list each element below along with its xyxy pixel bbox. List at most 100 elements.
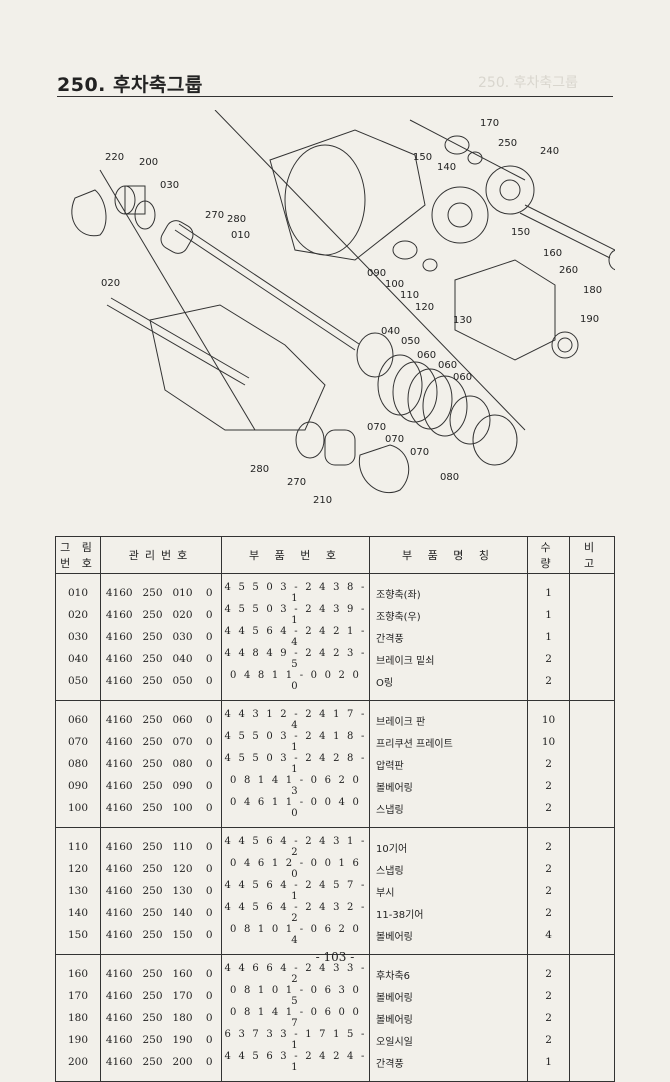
bleed-through-text: 250. 후차축그룹 bbox=[478, 75, 579, 91]
callout-170: 170 bbox=[480, 118, 499, 129]
cell-mgmt-4: 0 bbox=[205, 758, 213, 770]
cell-mgmt-1: 4160 bbox=[100, 1029, 138, 1051]
cell-note bbox=[569, 797, 616, 828]
cell-fig: 060 bbox=[55, 700, 101, 731]
cell-note bbox=[569, 775, 616, 797]
cell-note bbox=[569, 753, 616, 775]
cell-fig: 080 bbox=[55, 753, 101, 775]
callout-080: 080 bbox=[440, 472, 459, 483]
cell-mgmt-1: 4160 bbox=[100, 700, 138, 731]
cell-part-no: 4 4 5 6 4 - 2 4 5 7 - 1 bbox=[221, 880, 371, 902]
callout-250: 250 bbox=[498, 138, 517, 149]
cell-part-name: 프리쿠션 프레이트 bbox=[369, 731, 529, 753]
cell-mgmt-3: 200 bbox=[172, 1056, 193, 1068]
cell-mgmt-3: 180 bbox=[172, 1012, 193, 1024]
cell-part-name: 볼베어링 bbox=[369, 985, 529, 1007]
cell-part-name: 브레이크 밑쇠 bbox=[369, 648, 529, 670]
cell-mgmt-4: 0 bbox=[205, 907, 213, 919]
title-rule bbox=[57, 96, 613, 97]
cell-fig: 040 bbox=[55, 648, 101, 670]
cell-mgmt-4: 0 bbox=[205, 1012, 213, 1024]
cell-mgmt-4: 0 bbox=[205, 1056, 213, 1068]
cell-fig: 020 bbox=[55, 604, 101, 626]
cell-part-name: O링 bbox=[369, 670, 529, 701]
cell-note bbox=[569, 648, 616, 670]
cell-part-no: 4 4 8 4 9 - 2 4 2 3 - 5 bbox=[221, 648, 371, 670]
cell-part-no: 4 5 5 0 3 - 2 4 1 8 - 1 bbox=[221, 731, 371, 753]
cell-note bbox=[569, 827, 616, 858]
cell-note bbox=[569, 573, 616, 604]
cell-mgmt-2: 250 bbox=[142, 714, 163, 726]
cell-mgmt-2: 250 bbox=[142, 609, 163, 621]
cell-mgmt-2: 250 bbox=[142, 736, 163, 748]
cell-qty: 2 bbox=[527, 902, 571, 924]
col-fig: 그 림 번 호 bbox=[55, 536, 101, 574]
callout-030: 030 bbox=[160, 180, 179, 191]
cell-mgmt-2: 250 bbox=[142, 758, 163, 770]
cell-fig: 030 bbox=[55, 626, 101, 648]
cell-part-no: 0 8 1 4 1 - 0 6 2 0 3 bbox=[221, 775, 371, 797]
cell-mgmt-4: 0 bbox=[205, 714, 213, 726]
cell-part-name: 볼베어링 bbox=[369, 775, 529, 797]
cell-part-name: 10기어 bbox=[369, 827, 529, 858]
cell-note bbox=[569, 1007, 616, 1029]
cell-mgmt-1: 4160 bbox=[100, 902, 138, 924]
cell-part-name: 간격풍 bbox=[369, 1051, 529, 1082]
cell-mgmt-2: 250 bbox=[142, 1056, 163, 1068]
cell-qty: 2 bbox=[527, 880, 571, 902]
cell-mgmt-4: 0 bbox=[205, 736, 213, 748]
cell-qty: 2 bbox=[527, 858, 571, 880]
cell-part-name: 간격풍 bbox=[369, 626, 529, 648]
cell-note bbox=[569, 985, 616, 1007]
cell-fig: 140 bbox=[55, 902, 101, 924]
cell-qty: 2 bbox=[527, 670, 571, 701]
col-note: 비 고 bbox=[569, 536, 616, 574]
cell-mgmt-3: 190 bbox=[172, 1034, 193, 1046]
cell-mgmt-4: 0 bbox=[205, 609, 213, 621]
cell-mgmt-1: 4160 bbox=[100, 731, 138, 753]
cell-mgmt-2: 250 bbox=[142, 631, 163, 643]
cell-mgmt-4: 0 bbox=[205, 587, 213, 599]
cell-part-no: 4 4 6 6 4 - 2 4 3 3 - 2 bbox=[221, 954, 371, 985]
cell-mgmt-2: 250 bbox=[142, 1012, 163, 1024]
cell-mgmt-1: 4160 bbox=[100, 648, 138, 670]
callout-010: 010 bbox=[231, 230, 250, 241]
cell-part-no: 4 4 5 6 3 - 2 4 2 4 - 1 bbox=[221, 1051, 371, 1082]
callout-240: 240 bbox=[540, 146, 559, 157]
table-header: 그 림 번 호 관리번호 부 품 번 호 부 품 명 칭 수 량 비 고 bbox=[55, 536, 616, 574]
cell-mgmt-3: 070 bbox=[172, 736, 193, 748]
callout-160: 160 bbox=[543, 248, 562, 259]
cell-mgmt-1: 4160 bbox=[100, 827, 138, 858]
cell-part-no: 0 8 1 4 1 - 0 6 0 0 7 bbox=[221, 1007, 371, 1029]
callout-070: 070 bbox=[385, 434, 404, 445]
cell-note bbox=[569, 731, 616, 753]
cell-part-no: 6 3 7 3 3 - 1 7 1 5 - 1 bbox=[221, 1029, 371, 1051]
cell-mgmt-3: 040 bbox=[172, 653, 193, 665]
cell-fig: 120 bbox=[55, 858, 101, 880]
cell-mgmt-4: 0 bbox=[205, 1034, 213, 1046]
cell-mgmt-4: 0 bbox=[205, 780, 213, 792]
cell-note bbox=[569, 924, 616, 955]
parts-table: 그 림 번 호 관리번호 부 품 번 호 부 품 명 칭 수 량 비 고 010… bbox=[55, 536, 616, 1082]
cell-mgmt-3: 170 bbox=[172, 990, 193, 1002]
callout-140: 140 bbox=[437, 162, 456, 173]
cell-qty: 1 bbox=[527, 1051, 571, 1082]
callout-060: 060 bbox=[417, 350, 436, 361]
cell-mgmt-1: 4160 bbox=[100, 954, 138, 985]
cell-mgmt-3: 100 bbox=[172, 802, 193, 814]
cell-part-no: 4 5 5 0 3 - 2 4 2 8 - 1 bbox=[221, 753, 371, 775]
callout-270: 270 bbox=[205, 210, 224, 221]
cell-note bbox=[569, 626, 616, 648]
cell-fig: 130 bbox=[55, 880, 101, 902]
callout-040: 040 bbox=[381, 326, 400, 337]
cell-mgmt-1: 4160 bbox=[100, 604, 138, 626]
cell-part-name: 볼베어링 bbox=[369, 1007, 529, 1029]
cell-mgmt-4: 0 bbox=[205, 802, 213, 814]
callout-180: 180 bbox=[583, 285, 602, 296]
